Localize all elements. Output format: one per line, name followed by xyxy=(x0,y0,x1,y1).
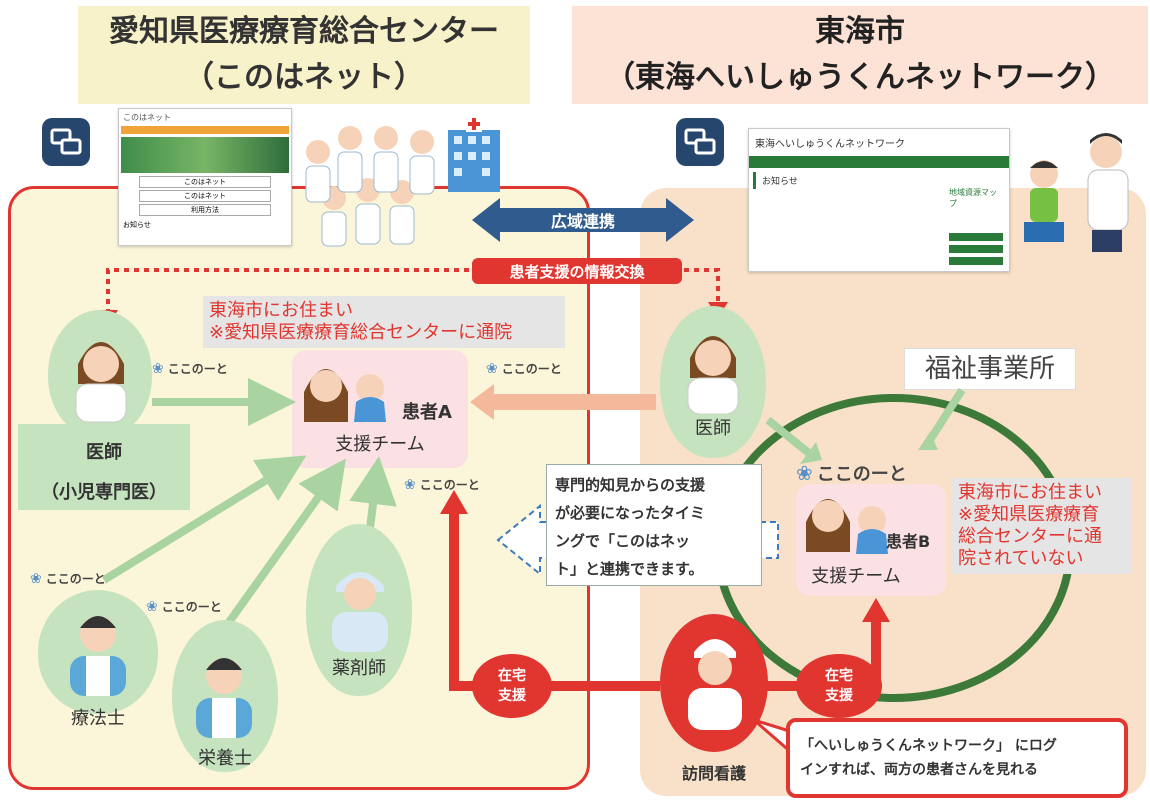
home-support-right-badge: 在宅支援 xyxy=(796,654,882,718)
right-residence-note: 東海市にお住まい ※愛知県医療療育 総合センターに通 院されていない xyxy=(952,478,1132,574)
konohanet-site-screenshot: このはネット このはネット このはネット 利用方法 お知らせ xyxy=(118,108,292,246)
kokono-icon: ❀ xyxy=(486,360,498,377)
pharmacist-label: 薬剤師 xyxy=(332,658,386,679)
kokono-badge-2: ❀ここのーと xyxy=(486,360,562,377)
kokono-label-3: ここのーと xyxy=(419,478,480,492)
kokono-label-1: ここのーと xyxy=(167,362,228,376)
mother-child-icon xyxy=(304,369,386,422)
chat-app-icon xyxy=(42,118,90,166)
left-residence-note: 東海市にお住まい ※愛知県医療療育総合センターに通院 xyxy=(203,296,565,348)
pharmacist-icon xyxy=(332,572,388,652)
medical-staff-group-icon xyxy=(305,116,500,247)
patient-a-label: 患者A xyxy=(402,402,452,423)
site-side-label: 地域資源マップ xyxy=(949,188,997,208)
home-support-left-line2: 支援 xyxy=(498,688,526,704)
login-line2: インすれば、両方の患者さんを見れる xyxy=(800,762,1038,778)
left-doctor-label-box xyxy=(18,424,190,510)
chat-app-icon-right xyxy=(676,118,724,166)
right-note-line2: ※愛知県医療療育 xyxy=(958,504,1100,525)
left-header-line2: （このはネット） xyxy=(184,60,424,95)
nurse-icon xyxy=(688,639,742,730)
left-doctor-sub: （小児専門医） xyxy=(41,482,167,503)
right-header-line1: 東海市 xyxy=(815,14,905,49)
kokono-label-4: ここのーと xyxy=(45,572,106,586)
kokono-badge-4: ❀ここのーと xyxy=(30,570,106,587)
left-doctor-label: 医師 xyxy=(86,442,122,463)
left-note-line1: 東海市にお住まい xyxy=(209,300,353,321)
patient-b-label: 患者B xyxy=(886,532,931,551)
home-support-left-line1: 在宅 xyxy=(498,668,526,684)
login-note: 「へいしゅうくんネットワーク」 にログ インすれば、両方の患者さんを見れる xyxy=(786,718,1128,798)
site-notice: お知らせ xyxy=(123,221,151,229)
site-btn2: このはネット xyxy=(139,190,271,202)
kokono-badge-1: ❀ここのーと xyxy=(152,360,228,377)
wide-area-arrow xyxy=(472,198,694,242)
pharmacist-blob xyxy=(306,524,412,696)
right-doctor-label: 医師 xyxy=(695,418,731,439)
heishukun-site-screenshot: 東海へいしゅうくんネットワーク お知らせ 地域資源マップ xyxy=(748,128,1010,272)
right-note-line4: 院されていない xyxy=(958,548,1084,569)
green-arrows-right xyxy=(765,387,966,464)
kokono-icon: ❀ xyxy=(146,598,158,615)
nutritionist-label: 栄養士 xyxy=(198,748,252,769)
home-support-left-badge: 在宅支援 xyxy=(472,654,552,718)
doctor-child-illustration xyxy=(1024,133,1129,252)
kokono-icon: ❀ xyxy=(30,570,42,587)
doctor-icon xyxy=(75,342,127,423)
kokono-icon: ❀ xyxy=(404,476,416,493)
kokono-icon: ❀ xyxy=(152,360,164,377)
site-title-right: 東海へいしゅうくんネットワーク xyxy=(755,139,905,150)
peach-arrow xyxy=(470,384,656,420)
login-line1-rest: にログ xyxy=(1014,738,1057,754)
home-support-right-line2: 支援 xyxy=(825,688,853,704)
wide-area-label: 広域連携 xyxy=(550,212,615,231)
right-note-line1: 東海市にお住まい xyxy=(958,482,1102,503)
expert-support-box: 専門的知見からの支援 が必要になったタイミ ングで「このはネッ ト」と連携できま… xyxy=(546,464,762,586)
therapist-label: 療法士 xyxy=(71,708,125,729)
expert-line3: ングで「このはネッ xyxy=(555,532,691,550)
team-b-label: 支援チーム xyxy=(811,566,901,587)
nurse-label: 訪問看護 xyxy=(681,764,746,783)
therapist-icon xyxy=(70,616,126,696)
kokono-label-2: ここのーと xyxy=(501,362,562,376)
right-header-line2: （東海へいしゅうくんネットワーク） xyxy=(605,60,1115,95)
site-notice-right: お知らせ xyxy=(753,172,1005,189)
site-btn3: 利用方法 xyxy=(139,204,271,216)
left-note-line2: ※愛知県医療療育総合センターに通院 xyxy=(209,322,513,343)
info-exchange-label: 患者支援の情報交換 xyxy=(472,258,682,284)
nutritionist-blob xyxy=(172,620,278,772)
site-btn1: このはネット xyxy=(139,176,271,188)
right-doctor-icon xyxy=(687,336,739,414)
nutritionist-icon xyxy=(196,658,252,738)
right-header: 東海市 （東海へいしゅうくんネットワーク） xyxy=(572,6,1148,104)
kokono-icon: ❀ xyxy=(796,461,813,485)
right-note-line3: 総合センターに通 xyxy=(958,526,1102,547)
kokono-label-large: ここのーと xyxy=(816,464,907,485)
expert-line2: が必要になったタイミ xyxy=(555,504,706,522)
mother-child-icon-b xyxy=(806,499,888,554)
left-header-line1: 愛知県医療療育総合センター xyxy=(109,14,499,49)
kokono-badge-5: ❀ここのーと xyxy=(146,598,222,615)
left-header: 愛知県医療療育総合センター （このはネット） xyxy=(78,6,530,104)
site-title: このはネット xyxy=(123,113,171,122)
expert-line1: 専門的知見からの支援 xyxy=(555,476,706,494)
home-support-right-line1: 在宅 xyxy=(825,668,853,684)
team-a-label: 支援チーム xyxy=(335,434,425,455)
expert-line4: ト」と連携できます。 xyxy=(555,560,704,578)
kokono-badge-3: ❀ここのーと xyxy=(404,476,480,493)
welfare-label: 福祉事業所 xyxy=(904,348,1076,390)
login-brand: 「へいしゅうくんネットワーク」 xyxy=(800,738,1010,754)
kokono-label-5: ここのーと xyxy=(161,600,222,614)
kokono-badge-large: ❀ここのーと xyxy=(796,460,907,486)
